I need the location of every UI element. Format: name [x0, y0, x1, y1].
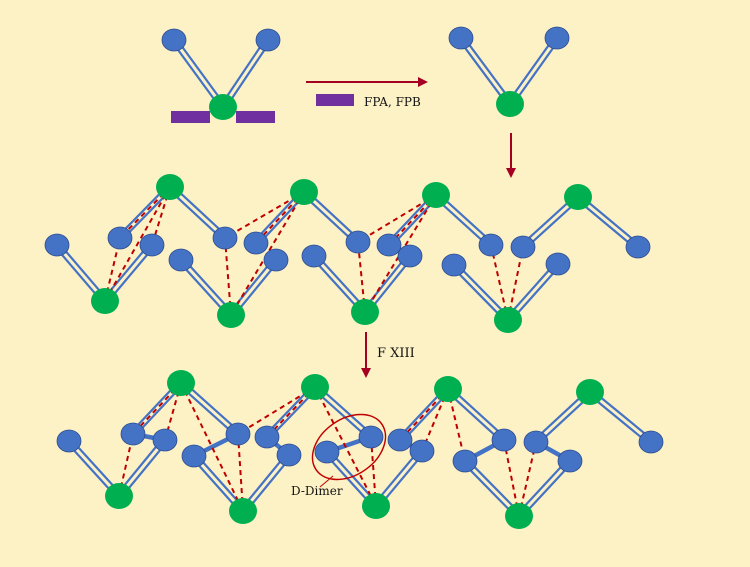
- crosslink-dashed-line: [224, 191, 305, 239]
- crosslink-dashed-line: [230, 191, 305, 316]
- fibrin-rod: [458, 35, 513, 107]
- e-domain-green-circle-icon: [576, 379, 604, 405]
- d-domain-blue-circle-icon: [397, 244, 423, 268]
- d-domain-blue-circle-icon: [345, 230, 371, 254]
- d-domain-blue-circle-icon: [152, 428, 178, 452]
- d-domain-blue-circle-icon: [625, 235, 651, 259]
- d-domain-blue-circle-icon: [212, 226, 238, 250]
- crosslink-dashed-line: [104, 186, 171, 302]
- e-domain-green-circle-icon: [217, 302, 245, 328]
- e-domain-green-circle-icon: [229, 498, 257, 524]
- d-domain-blue-circle-icon: [225, 422, 251, 446]
- crosslink-dashed-line: [237, 386, 316, 435]
- d-domain-blue-circle-icon: [139, 233, 165, 257]
- d-domain-blue-circle-icon: [168, 248, 194, 272]
- d-domain-blue-circle-icon: [120, 422, 146, 446]
- d-domain-blue-circle-icon: [358, 425, 384, 449]
- e-domain-green-circle-icon: [505, 503, 533, 529]
- crosslink-dashed-line: [180, 382, 244, 512]
- d-domain-blue-circle-icon: [409, 439, 435, 463]
- d-domain-blue-circle-icon: [510, 235, 536, 259]
- fibrin-rod: [506, 35, 561, 107]
- d-domain-blue-circle-icon: [276, 443, 302, 467]
- d-domain-blue-circle-icon: [181, 444, 207, 468]
- e-domain-green-circle-icon: [494, 307, 522, 333]
- fibrin-rod: [219, 37, 272, 110]
- d-dimer-label: D-Dimer: [291, 484, 343, 498]
- d-domain-blue-circle-icon: [56, 429, 82, 453]
- d-domain-blue-circle-icon: [255, 28, 281, 52]
- crosslink-dashed-line: [357, 194, 437, 243]
- e-domain-green-circle-icon: [167, 370, 195, 396]
- d-domain-blue-circle-icon: [301, 244, 327, 268]
- e-domain-green-circle-icon: [209, 94, 237, 120]
- d-domain-blue-circle-icon: [376, 233, 402, 257]
- d-domain-blue-circle-icon: [448, 26, 474, 50]
- crosslink-dashed-line: [364, 194, 437, 313]
- fpa-fpb-label: FPA, FPB: [364, 95, 421, 109]
- d-domain-blue-circle-icon: [452, 449, 478, 473]
- d-domain-blue-circle-icon: [491, 428, 517, 452]
- e-domain-green-circle-icon: [301, 374, 329, 400]
- d-domain-blue-circle-icon: [254, 425, 280, 449]
- d-domain-blue-circle-icon: [243, 231, 269, 255]
- crosslink-dashed-line: [314, 386, 377, 507]
- fibrinopeptide-b-purple-bar-icon: [236, 111, 275, 123]
- fibrinopeptide-a-purple-bar-icon: [171, 111, 210, 123]
- d-dimer-pointer-line: [319, 475, 334, 488]
- released-fibrinopeptide-purple-bar-icon: [316, 94, 354, 106]
- e-domain-green-circle-icon: [156, 174, 184, 200]
- e-domain-green-circle-icon: [290, 179, 318, 205]
- d-domain-blue-circle-icon: [314, 440, 340, 464]
- d-domain-blue-circle-icon: [545, 252, 571, 276]
- d-dimer-highlight-ellipse: [311, 413, 387, 481]
- d-domain-blue-circle-icon: [44, 233, 70, 257]
- d-domain-blue-circle-icon: [478, 233, 504, 257]
- d-domain-blue-circle-icon: [638, 430, 664, 454]
- d-domain-blue-circle-icon: [441, 253, 467, 277]
- fibrin-rod: [171, 37, 226, 110]
- e-domain-green-circle-icon: [496, 91, 524, 117]
- e-domain-green-circle-icon: [362, 493, 390, 519]
- d-domain-blue-circle-icon: [263, 248, 289, 272]
- e-domain-green-circle-icon: [434, 376, 462, 402]
- d-domain-blue-circle-icon: [161, 28, 187, 52]
- e-domain-green-circle-icon: [564, 184, 592, 210]
- f-xiii-label: F XIII: [377, 346, 415, 361]
- d-domain-blue-circle-icon: [523, 430, 549, 454]
- d-domain-blue-circle-icon: [387, 428, 413, 452]
- e-domain-green-circle-icon: [422, 182, 450, 208]
- e-domain-green-circle-icon: [91, 288, 119, 314]
- d-domain-blue-circle-icon: [557, 449, 583, 473]
- d-domain-blue-circle-icon: [544, 26, 570, 50]
- e-domain-green-circle-icon: [351, 299, 379, 325]
- e-domain-green-circle-icon: [105, 483, 133, 509]
- d-domain-blue-circle-icon: [107, 226, 133, 250]
